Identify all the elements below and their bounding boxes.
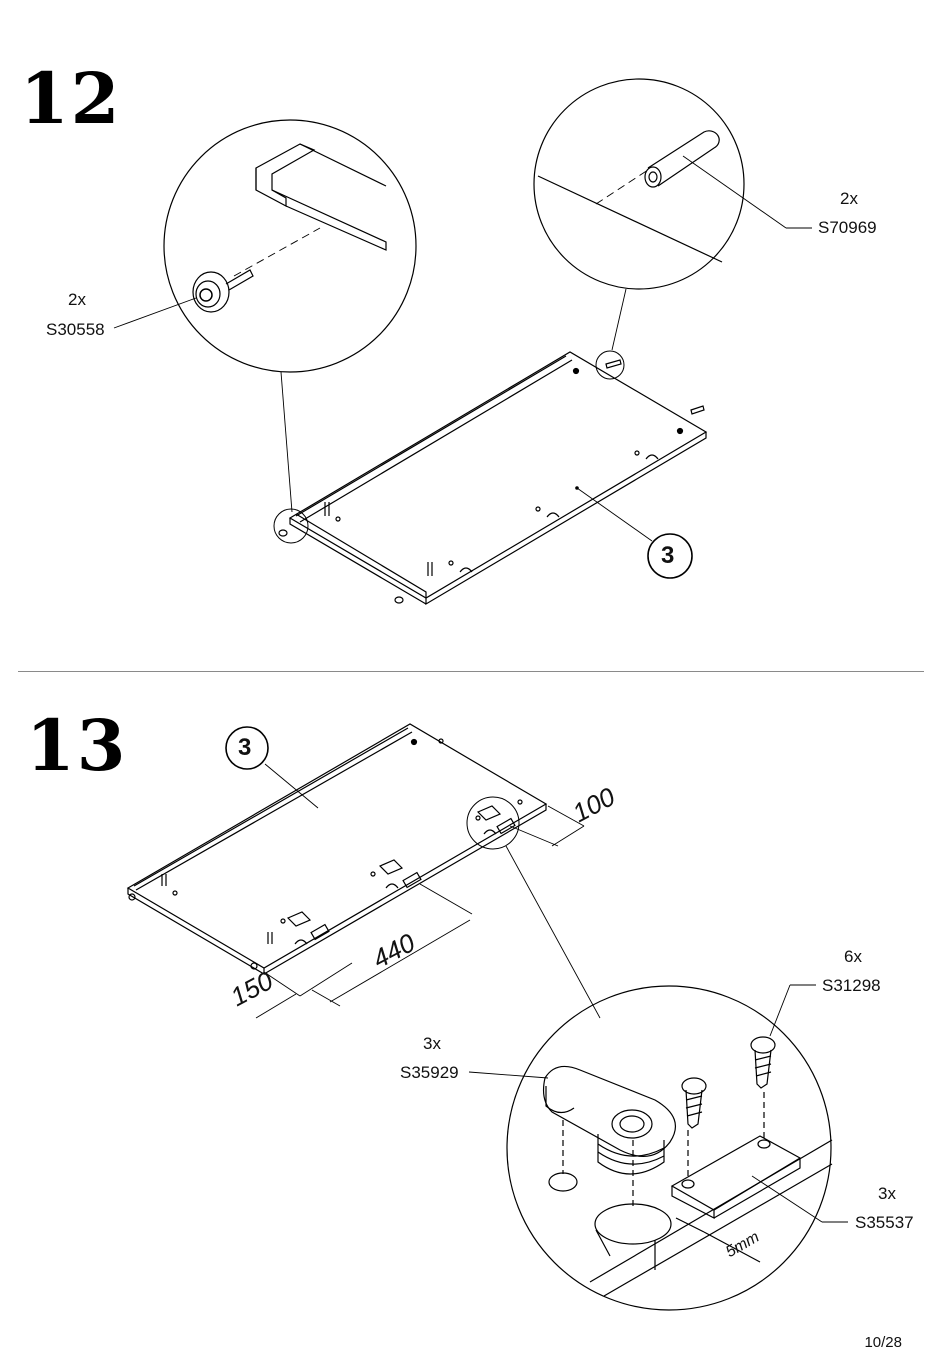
cam-large-detail [542, 1036, 833, 1297]
panel-3-step12 [278, 351, 708, 606]
dowel-detail [537, 130, 723, 263]
callout-screw-qty: 6x [844, 947, 862, 966]
part-callout-label-step13: 3 [238, 734, 252, 761]
callout-cam-qty: 3x [423, 1034, 441, 1053]
detail-circle-dowel [533, 78, 745, 290]
callout-glide-qty: 2x [68, 290, 86, 309]
detail-circle-corner [273, 508, 309, 544]
callout-plate-code: S35537 [855, 1213, 914, 1232]
step-number-12: 12 [20, 57, 122, 140]
part-callout-circle-step12 [647, 533, 693, 579]
step-divider [18, 671, 924, 672]
detail-circle-cam-large [506, 985, 832, 1311]
callout-glide-code: S30558 [46, 320, 105, 339]
page-number: 10/28 [864, 1334, 902, 1351]
part-callout-label-step12: 3 [661, 542, 675, 569]
callout-screw-code: S31298 [822, 976, 881, 995]
callout-dowel-code: S70969 [818, 218, 877, 237]
part-callout-circle-step13 [225, 726, 269, 770]
detail-circle-cam-small [466, 796, 520, 850]
callout-cam-code: S35929 [400, 1063, 459, 1082]
detail-circle-dowel-hole [595, 350, 625, 380]
panel-3-step13 [126, 723, 548, 976]
callout-plate-qty: 3x [878, 1184, 896, 1203]
detail-circle-glide [163, 119, 417, 373]
glide-detail [192, 143, 387, 313]
dimension-lines [255, 805, 585, 1019]
step-number-13: 13 [26, 704, 128, 787]
callout-dowel-qty: 2x [840, 189, 858, 208]
